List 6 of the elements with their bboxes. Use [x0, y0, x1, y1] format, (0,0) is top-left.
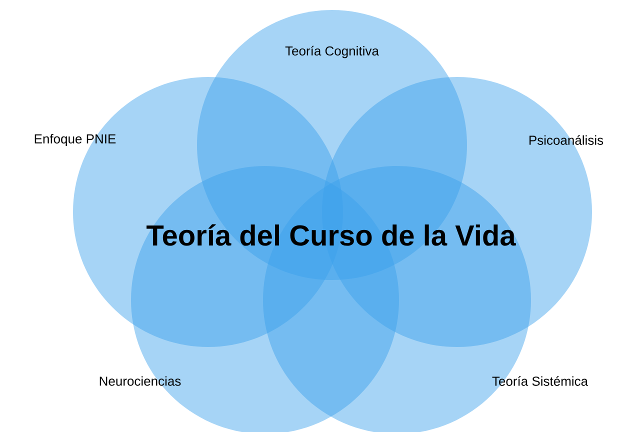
circle-label: Enfoque PNIE [34, 134, 116, 146]
circle-label: Teoría Sistémica [492, 376, 588, 386]
circle-label: Neurociencias [100, 376, 181, 386]
circle-label: Teoría Cognitiva [285, 46, 379, 58]
circle-label: Psicoanálisis [530, 135, 604, 145]
title: Teoría del Curso de la Vida [146, 224, 516, 246]
